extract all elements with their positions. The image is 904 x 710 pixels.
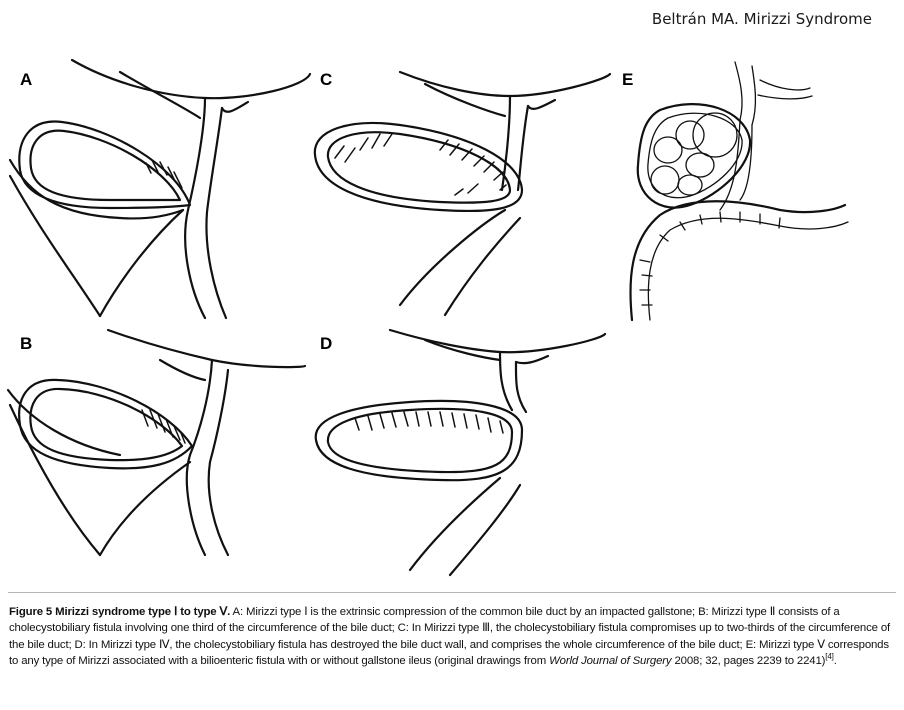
duct-walls-b: [6, 328, 307, 557]
running-header: Beltrán MA. Mirizzi Syndrome: [651, 10, 872, 28]
gallstone-hatching-d: [354, 411, 504, 434]
figure-caption: Figure 5 Mirizzi syndrome type Ⅰ to type…: [9, 604, 895, 670]
gallstone-hatching-c: [334, 133, 507, 196]
caption-reference[interactable]: [4]: [825, 652, 834, 662]
gallbladder-a: [18, 120, 192, 210]
caption-citation: 2008; 32, pages 2239 to 2241): [671, 655, 826, 668]
gallbladder-d: [314, 399, 524, 482]
gallbladder-e: [636, 103, 752, 209]
duodenum-e: [629, 200, 849, 322]
caption-end: .: [833, 655, 837, 668]
caption-journal: World Journal of Surgery: [549, 655, 672, 668]
duct-walls-d: [388, 328, 607, 577]
panel-label-e: E: [622, 70, 634, 89]
caption-title: Figure 5 Mirizzi syndrome type Ⅰ to type…: [9, 606, 231, 618]
gallstone-hatching-a: [145, 159, 183, 189]
duct-walls-a: [8, 58, 312, 320]
panel-label-d: D: [320, 334, 333, 353]
panel-label-a: A: [20, 70, 33, 89]
duct-walls-c: [398, 70, 612, 317]
gallbladder-c: [313, 121, 524, 213]
caption-divider: [8, 592, 896, 593]
caption-body: A: Mirizzi type Ⅰ is the extrinsic compr…: [9, 606, 891, 668]
gallbladder-b: [18, 378, 194, 470]
panel-label-b: B: [20, 334, 33, 353]
panel-label-c: C: [320, 70, 333, 89]
duct-walls-e: [719, 61, 813, 211]
gallstone-hatching-b: [141, 409, 186, 444]
